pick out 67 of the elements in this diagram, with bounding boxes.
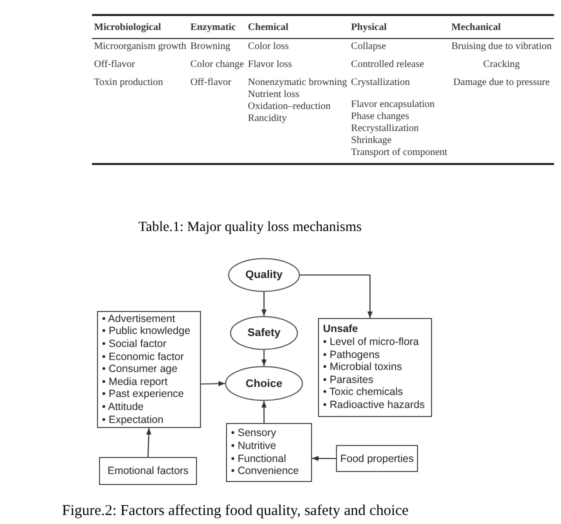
table-caption: Table.1: Major quality loss mechanisms — [137, 220, 363, 236]
list-item: • Microbial toxins — [323, 361, 402, 374]
list-item: • Public knowledge — [102, 325, 190, 338]
list-item: • Consumer age — [102, 363, 178, 376]
node-label: Food properties — [340, 452, 414, 464]
column-header: Enzymatic — [190, 22, 236, 34]
list-box — [226, 423, 312, 482]
process-box — [336, 445, 418, 472]
table-cell-text: Rancidity — [248, 113, 287, 125]
list-item: • Level of micro-flora — [323, 336, 419, 349]
table-cell-text: Off-flavor — [94, 59, 135, 71]
table-cell-text: Flavor loss — [248, 59, 292, 71]
table-cell-text: Bruising due to vibration — [451, 41, 552, 53]
list-item: • Sensory — [231, 427, 276, 440]
table-cell-text: Microorganism growth — [94, 41, 186, 53]
table-cell-text: Nonenzymatic browning — [248, 77, 348, 89]
arrow — [146, 428, 152, 458]
table-cell-text: Color change — [190, 59, 244, 71]
table-cell-text: Recrystallization — [351, 123, 419, 135]
list-item: • Past experience — [102, 388, 184, 401]
list-item: • Radioactive hazards — [323, 398, 425, 412]
table-cell-text: Crystallization — [351, 77, 410, 89]
table-cell-text: Nutrient loss — [248, 89, 300, 101]
list-item: • Toxic chemicals — [323, 386, 403, 399]
table-cell-text: Damage due to pressure — [453, 77, 550, 89]
list-item: • Economic factor — [102, 350, 184, 364]
list-item: • Convenience — [231, 465, 299, 478]
node-label: Choice — [246, 378, 282, 390]
list-box — [318, 318, 432, 417]
column-header: Mechanical — [451, 22, 501, 34]
column-header: Chemical — [248, 22, 288, 34]
table-cell-text: Phase changes — [351, 111, 410, 123]
table-cell-text: Transport of component — [351, 147, 448, 159]
column-header: Physical — [351, 22, 387, 34]
table-cell-text: Off-flavor — [190, 77, 232, 89]
list-item: • Nutritive — [231, 440, 276, 452]
column-header: Microbiological — [94, 22, 162, 34]
box-heading: Unsafe — [323, 323, 358, 336]
list-item: • Attitude — [102, 400, 144, 414]
table-cell-text: Color loss — [248, 41, 289, 53]
list-item: • Pathogens — [323, 348, 380, 362]
table-cell-text: Shrinkage — [351, 135, 392, 147]
arrow — [261, 350, 267, 366]
node-label: Emotional factors — [107, 465, 189, 477]
table-cell-text: Toxin production — [94, 77, 164, 89]
arrow — [261, 292, 267, 316]
table-cell-text: Controlled release — [351, 59, 424, 71]
list-box — [97, 311, 201, 428]
list-item: • Social factor — [102, 338, 166, 351]
figure-caption: Figure.2: Factors affecting food quality, safety and choice — [62, 503, 409, 520]
node-label: Safety — [247, 327, 281, 339]
arrow — [261, 401, 267, 423]
list-item: • Expectation — [102, 414, 164, 426]
table-cell-text: Flavor encapsulation — [351, 99, 435, 111]
arrow — [312, 456, 336, 462]
arrow — [200, 381, 226, 386]
arrow — [300, 274, 373, 318]
list-item: • Functional — [231, 452, 286, 466]
table-cell-text: Browning — [190, 41, 230, 53]
process-box — [99, 457, 197, 485]
table-cell-text: Oxidation–reduction — [248, 101, 331, 113]
list-item: • Media report — [102, 376, 168, 388]
list-item: • Advertisement — [102, 312, 176, 326]
node-label: Quality — [245, 269, 283, 281]
table-cell-text: Collapse — [351, 41, 386, 53]
list-item: • Parasites — [323, 374, 374, 386]
table-cell-text: Cracking — [483, 59, 520, 71]
